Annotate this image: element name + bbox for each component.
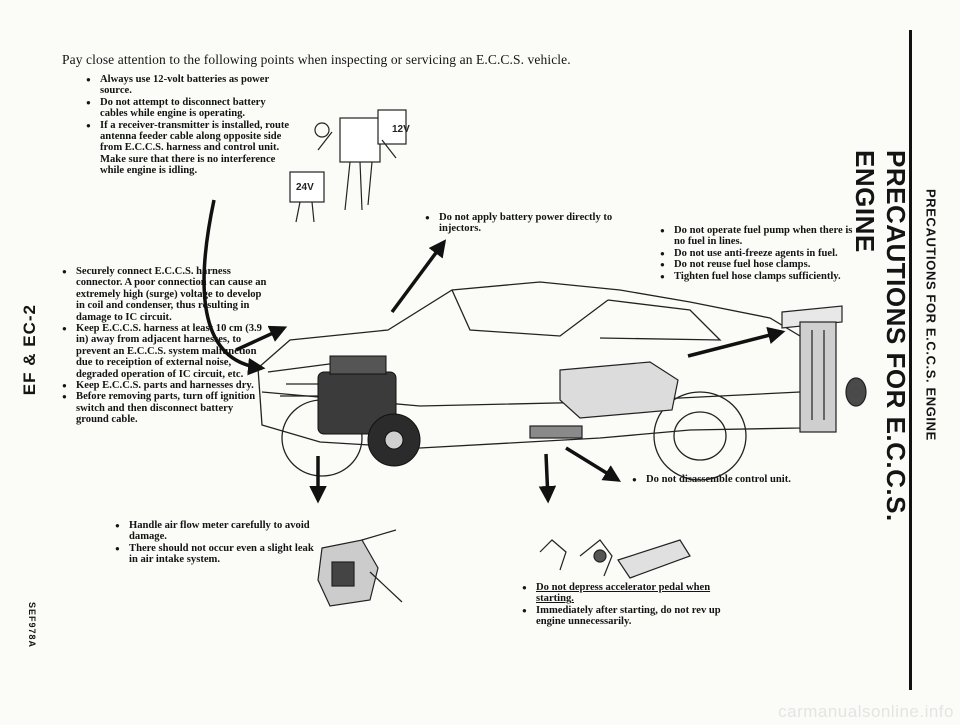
fuel-note-4: Tighten fuel hose clamps sufficiently. <box>660 271 865 283</box>
injector-note-1: Do not apply battery power directly to i… <box>425 212 625 235</box>
arrow-to-fuel-pump <box>687 326 786 358</box>
vertical-title-small-text: PRECAUTIONS FOR E.C.C.S. ENGINE <box>923 189 939 441</box>
rear-wheel-hub <box>673 411 727 461</box>
battery-label-24v: 24V <box>296 182 314 193</box>
battery-note-3: If a receiver-transmitter is installed, … <box>86 120 292 177</box>
pedal-notes: Do not depress accelerator pedal when st… <box>522 582 722 628</box>
arrow-down-pedal <box>538 453 557 504</box>
pedal-knob <box>593 549 607 563</box>
vertical-title-text: PRECAUTIONS FOR E.C.C.S. ENGINE <box>850 150 911 522</box>
fuel-pump-lines <box>811 330 825 420</box>
airflow-note-2: There should not occur even a slight lea… <box>115 543 320 566</box>
pedal-note-1: Do not depress accelerator pedal when st… <box>522 582 722 605</box>
rear-wheel <box>653 391 747 481</box>
pedal-figure <box>539 539 691 579</box>
harness-note-3: Keep E.C.C.S. parts and harnesses dry. <box>62 380 267 392</box>
figure-code-text: SEF978A <box>27 601 37 649</box>
battery-notes: Always use 12-volt batteries as power so… <box>86 74 292 177</box>
control-unit <box>529 425 583 439</box>
harness-note-1: Securely connect E.C.C.S. harness connec… <box>62 266 267 323</box>
fuel-tank-assembly <box>529 361 679 439</box>
engine-assembly <box>317 355 421 467</box>
fuel-pump-body <box>799 321 837 433</box>
airflow-meter-window <box>331 561 355 587</box>
fuel-note-2: Do not use anti-freeze agents in fuel. <box>660 248 865 260</box>
arrow-to-injector <box>390 239 447 314</box>
injector-notes: Do not apply battery power directly to i… <box>425 212 625 235</box>
airflow-notes: Handle air flow meter carefully to avoid… <box>115 520 320 566</box>
vertical-title: PRECAUTIONS FOR E.C.C.S. ENGINE <box>850 150 911 570</box>
harness-note-4: Before removing parts, turn off ignition… <box>62 391 267 425</box>
pedal-foot <box>539 539 567 571</box>
battery-figure-head <box>314 122 330 138</box>
fuel-pump-float <box>845 377 867 407</box>
arrow-to-control-unit <box>565 446 621 482</box>
arrow-from-battery <box>202 199 266 376</box>
pedal-note-1-text: Do not depress accelerator pedal when st… <box>536 582 711 605</box>
control-unit-notes: Do not disassemble control unit. <box>632 474 832 486</box>
control-unit-note-1: Do not disassemble control unit. <box>632 474 832 486</box>
harness-notes: Securely connect E.C.C.S. harness connec… <box>62 266 267 426</box>
battery-box-24v <box>289 171 325 203</box>
intro-text: Pay close attention to the following poi… <box>62 52 571 67</box>
arrow-to-harness <box>235 325 288 352</box>
pedal-hose <box>617 539 691 579</box>
vertical-title-small: PRECAUTIONS FOR E.C.C.S. ENGINE <box>918 150 944 480</box>
battery-box-12v-b <box>377 109 407 145</box>
battery-figures: 12V 24V <box>289 109 410 223</box>
vertical-rule <box>909 30 912 690</box>
airflow-meter-ducts <box>361 529 403 603</box>
pointer-arrows <box>202 199 786 504</box>
battery-figure-legs <box>344 161 373 211</box>
fuel-pump-figure <box>781 305 867 433</box>
pedal-note-2: Immediately after starting, do not rev u… <box>522 605 722 628</box>
battery-note-1: Always use 12-volt batteries as power so… <box>86 74 292 97</box>
fuel-note-3: Do not reuse fuel hose clamps. <box>660 259 865 271</box>
fuel-notes: Do not operate fuel pump when there is n… <box>660 225 865 282</box>
fuel-note-1: Do not operate fuel pump when there is n… <box>660 225 865 248</box>
airflow-note-1: Handle air flow meter carefully to avoid… <box>115 520 320 543</box>
figure-code: SEF978A <box>12 590 52 660</box>
battery-figure-legs-2 <box>295 201 315 223</box>
engine-intake <box>329 355 387 375</box>
battery-box-12v <box>339 117 381 163</box>
harness-note-2: Keep E.C.C.S. harness at least 10 cm (3.… <box>62 323 267 380</box>
engine-pulley-center <box>384 430 404 450</box>
battery-figure-arms <box>317 131 397 159</box>
pedal-lever <box>579 539 613 577</box>
car-windshield <box>451 289 609 337</box>
watermark: carmanualsonline.info <box>778 702 954 721</box>
airflow-meter-figure <box>317 529 403 607</box>
battery-note-2: Do not attempt to disconnect battery cab… <box>86 97 292 120</box>
battery-label-12v: 12V <box>392 124 410 135</box>
fuel-tank <box>559 361 679 419</box>
car-side-window <box>599 299 722 341</box>
